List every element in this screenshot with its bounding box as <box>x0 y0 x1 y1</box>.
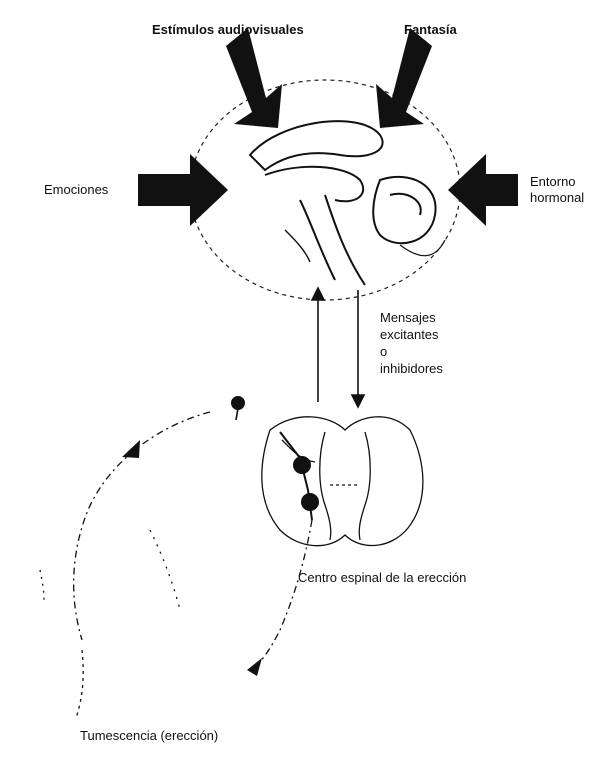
down-arrow-head <box>352 395 364 407</box>
nerve-pathway <box>40 412 312 718</box>
head-outline <box>190 80 460 300</box>
neuron-dot-lower <box>302 494 318 510</box>
label-audiovisual: Estímulos audiovisuales <box>152 22 304 37</box>
label-emotions: Emociones <box>44 182 109 197</box>
nerve-arrow-head-lower <box>247 658 262 676</box>
spinal-cord-section <box>262 417 423 546</box>
label-messages: Mensajes excitantes o inhibidores <box>380 310 443 376</box>
neuron-dot-upper <box>294 457 310 473</box>
arrow-hormonal <box>448 154 518 226</box>
brain-illustration <box>250 121 445 285</box>
label-hormonal-line2: hormonal <box>530 190 584 205</box>
up-arrow-head <box>312 288 324 300</box>
input-arrows <box>138 28 518 226</box>
label-messages-line3: o <box>380 344 387 359</box>
label-tumescence: Tumescencia (erección) <box>80 728 218 743</box>
label-messages-line2: excitantes <box>380 327 439 342</box>
arrow-audiovisual <box>226 28 282 128</box>
label-messages-line4: inhibidores <box>380 361 443 376</box>
nerve-arrow-head-left <box>122 440 140 458</box>
label-messages-line1: Mensajes <box>380 310 436 325</box>
label-spinal-center: Centro espinal de la erección <box>298 570 466 585</box>
label-fantasy: Fantasía <box>404 22 458 37</box>
message-arrows <box>312 288 364 407</box>
label-hormonal: Entorno hormonal <box>530 174 584 205</box>
arrow-emotions <box>138 154 228 226</box>
label-hormonal-line1: Entorno <box>530 174 576 189</box>
spinal-neurons <box>232 397 318 520</box>
neuron-dot-small <box>232 397 244 409</box>
arrow-fantasy <box>376 28 432 128</box>
